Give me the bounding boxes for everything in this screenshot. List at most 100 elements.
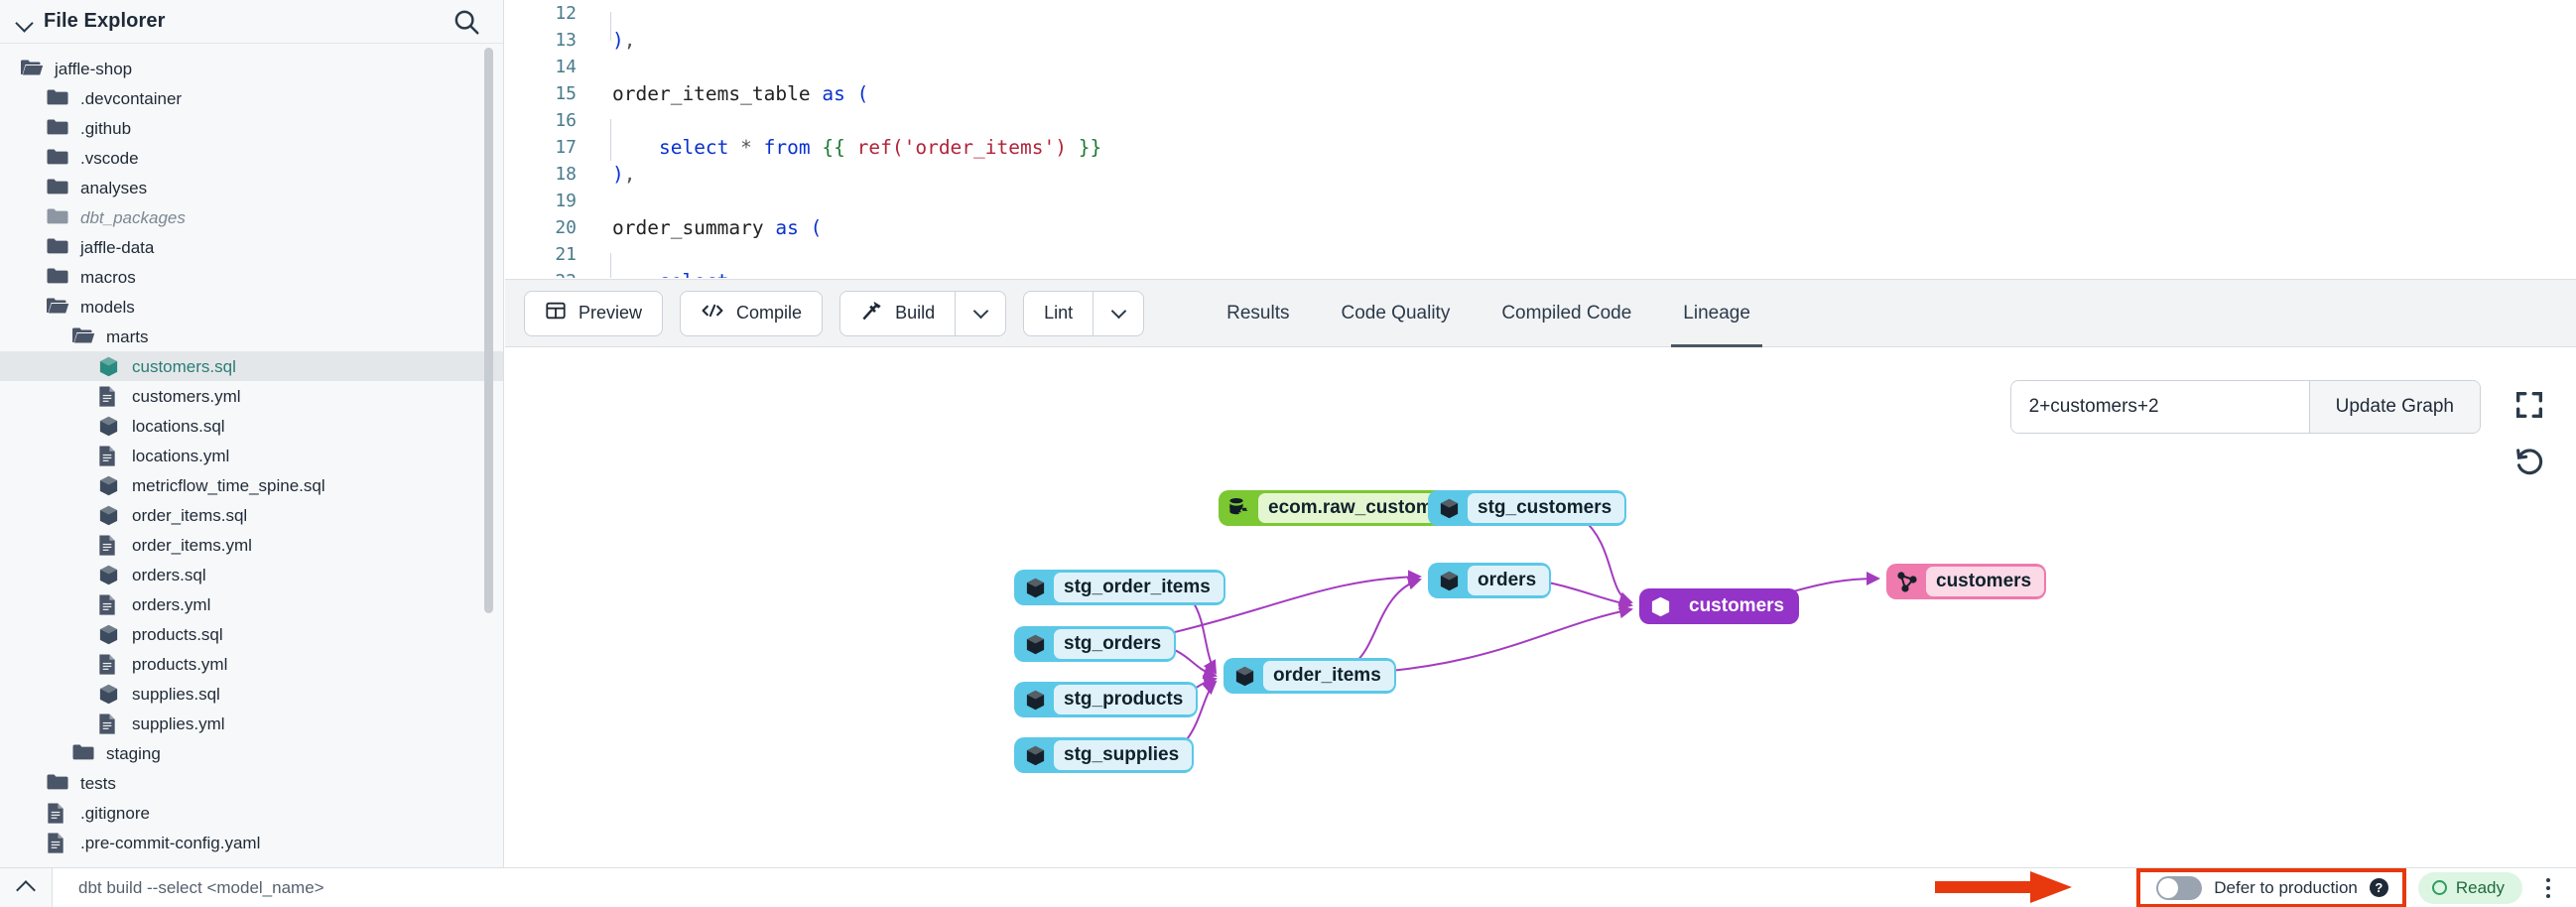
- tree-item[interactable]: macros: [0, 262, 503, 292]
- tree-item-label: tests: [80, 773, 116, 793]
- tab-code-quality[interactable]: Code Quality: [1341, 302, 1451, 324]
- tree-item[interactable]: products.sql: [0, 619, 503, 649]
- question-mark-icon[interactable]: ?: [2369, 878, 2388, 897]
- tree-item-label: .vscode: [80, 148, 139, 168]
- lineage-node-customers_model[interactable]: customers: [1639, 588, 1800, 624]
- cube-model-icon: [1020, 573, 1050, 602]
- lineage-node-stg_order_items[interactable]: stg_order_items: [1014, 570, 1225, 605]
- tree-item[interactable]: marts: [0, 322, 503, 351]
- build-dropdown-toggle[interactable]: [955, 290, 1007, 336]
- defer-to-production-control[interactable]: Defer to production ?: [2136, 867, 2406, 907]
- yaml-file-icon: [97, 713, 123, 734]
- lint-dropdown-toggle[interactable]: [1093, 290, 1145, 336]
- terminal-command-input[interactable]: dbt build --select <model_name>: [52, 867, 2137, 907]
- lineage-node-orders[interactable]: orders: [1428, 563, 1552, 598]
- tree-item[interactable]: .github: [0, 113, 503, 143]
- tree-item-label: .devcontainer: [80, 88, 183, 108]
- preview-label: Preview: [579, 303, 643, 323]
- build-label: Build: [895, 303, 936, 323]
- cube-model-icon: [1434, 493, 1464, 523]
- tree-item[interactable]: metricflow_time_spine.sql: [0, 470, 503, 500]
- update-graph-button[interactable]: Update Graph: [2308, 381, 2480, 433]
- tab-compiled-code[interactable]: Compiled Code: [1501, 302, 1632, 324]
- lint-label: Lint: [1044, 303, 1074, 323]
- cube-model-icon: [1434, 566, 1464, 595]
- lineage-node-customers_test[interactable]: customers: [1886, 564, 2047, 599]
- tree-item[interactable]: analyses: [0, 173, 503, 202]
- tree-item[interactable]: products.yml: [0, 649, 503, 679]
- test-relationship-icon: [1892, 567, 1922, 596]
- tab-results[interactable]: Results: [1226, 302, 1290, 324]
- folder-open-icon: [46, 296, 71, 318]
- preview-button[interactable]: Preview: [524, 290, 664, 336]
- folder-icon: [46, 147, 71, 169]
- cube-model-icon: [97, 683, 123, 705]
- lineage-node-stg_customers[interactable]: stg_customers: [1428, 490, 1627, 526]
- tree-item[interactable]: jaffle-shop: [0, 54, 503, 83]
- tree-item-label: .gitignore: [80, 803, 150, 823]
- tree-item[interactable]: orders.sql: [0, 560, 503, 589]
- code-text: ),: [612, 29, 636, 52]
- folder-icon: [46, 772, 71, 794]
- tree-item[interactable]: orders.yml: [0, 589, 503, 619]
- tree-item[interactable]: .pre-commit-config.yaml: [0, 828, 503, 857]
- line-number: 13: [555, 30, 577, 51]
- tree-item-label: supplies.sql: [132, 684, 220, 704]
- compile-button[interactable]: Compile: [680, 290, 824, 336]
- status-bar-right: Defer to production ? Ready: [2136, 867, 2576, 907]
- cube-model-icon: [1020, 629, 1050, 659]
- lineage-node-stg_supplies[interactable]: stg_supplies: [1014, 737, 1195, 773]
- tree-item[interactable]: supplies.sql: [0, 679, 503, 709]
- tree-item[interactable]: customers.sql: [0, 351, 503, 381]
- file-tree[interactable]: jaffle-shop .devcontainer .github .vscode an…: [0, 44, 503, 867]
- sidebar-scrollbar[interactable]: [484, 48, 493, 613]
- tree-item[interactable]: .vscode: [0, 143, 503, 173]
- build-button[interactable]: Build: [839, 290, 956, 336]
- chevron-up-icon[interactable]: [0, 868, 52, 907]
- lint-button[interactable]: Lint: [1023, 290, 1094, 336]
- chevron-down-icon[interactable]: [14, 11, 36, 33]
- tab-lineage[interactable]: Lineage: [1657, 279, 1776, 347]
- tree-item[interactable]: models: [0, 292, 503, 322]
- tree-item[interactable]: .gitignore: [0, 798, 503, 828]
- tree-item[interactable]: staging: [0, 738, 503, 768]
- tree-item[interactable]: locations.sql: [0, 411, 503, 441]
- lineage-node-stg_orders[interactable]: stg_orders: [1014, 626, 1177, 662]
- lineage-node-label: stg_customers: [1468, 493, 1625, 523]
- tree-item[interactable]: supplies.yml: [0, 709, 503, 738]
- code-text: order_summary as (: [612, 216, 823, 239]
- lineage-node-order_items[interactable]: order_items: [1224, 658, 1396, 694]
- tree-item[interactable]: locations.yml: [0, 441, 503, 470]
- tree-item-label: macros: [80, 267, 136, 287]
- tree-item[interactable]: tests: [0, 768, 503, 798]
- tree-item[interactable]: customers.yml: [0, 381, 503, 411]
- tree-item[interactable]: jaffle-data: [0, 232, 503, 262]
- table-icon: [545, 300, 567, 326]
- more-options-icon[interactable]: [2530, 868, 2566, 907]
- yaml-file-icon: [97, 534, 123, 556]
- line-number: 12: [555, 3, 577, 24]
- lineage-node-label: order_items: [1263, 661, 1394, 691]
- search-icon[interactable]: [451, 7, 481, 37]
- defer-to-production-toggle[interactable]: [2156, 875, 2203, 900]
- tree-item[interactable]: order_items.yml: [0, 530, 503, 560]
- code-line: 16: [505, 107, 2576, 148]
- reset-graph-icon[interactable]: [2512, 446, 2546, 479]
- lineage-node-label: stg_supplies: [1054, 740, 1193, 770]
- code-line: 19: [505, 188, 2576, 214]
- tree-item[interactable]: dbt_packages: [0, 202, 503, 232]
- status-badge[interactable]: Ready: [2417, 871, 2522, 904]
- cube-model-icon: [97, 415, 123, 437]
- code-text: ),: [612, 163, 636, 186]
- folder-open-icon: [71, 325, 97, 347]
- tree-item[interactable]: order_items.sql: [0, 500, 503, 530]
- graph-selector-input[interactable]: [2010, 381, 2309, 433]
- code-brackets-icon: [701, 301, 724, 325]
- tree-item[interactable]: .devcontainer: [0, 83, 503, 113]
- lineage-node-stg_products[interactable]: stg_products: [1014, 682, 1199, 717]
- fullscreen-icon[interactable]: [2512, 388, 2546, 422]
